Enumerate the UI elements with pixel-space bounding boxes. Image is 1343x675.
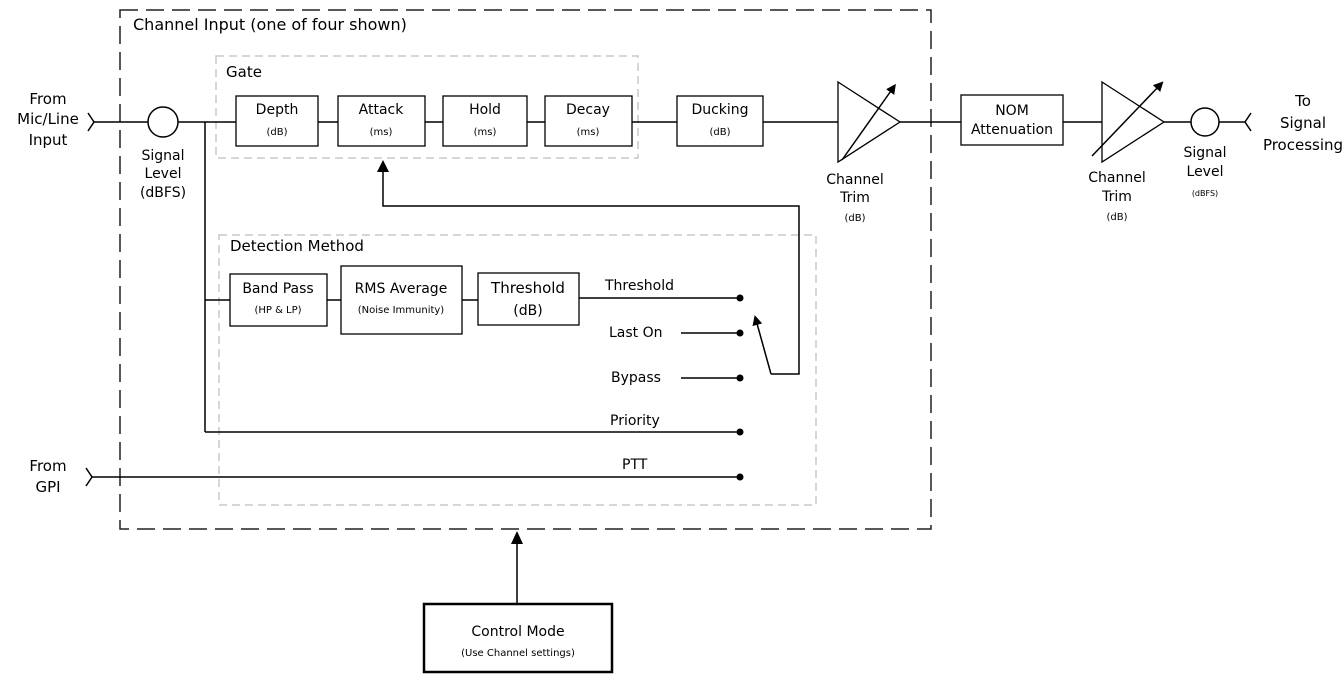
detection-method-group [218,234,817,506]
output-label-3: Processing [1263,136,1343,154]
threshold-block-unit: (dB) [513,303,542,319]
output-label-1: To [1294,92,1311,110]
signal-level-meter-out [1190,107,1220,137]
gate-block-depth: Depth (dB) [235,95,319,147]
gate-block-hold: Hold (ms) [442,95,528,147]
band-pass-unit: (HP & LP) [254,305,301,316]
feedback-arrowhead [377,160,389,172]
signal-level-meter-in [147,106,179,138]
nom-label-1: NOM [995,103,1029,119]
attack-unit: (ms) [370,127,393,138]
rms-average-label: RMS Average [355,281,448,297]
rms-average-unit: (Noise Immunity) [358,305,445,316]
signal-level-in-label-1: Signal [141,148,184,164]
detection-method-title: Detection Method [230,237,364,255]
channel-trim-amplifier-2 [1091,80,1166,164]
gate-title: Gate [226,63,262,81]
switch-input-last-on: Last On [609,325,663,341]
gpi-input-label-2: GPI [35,478,60,496]
gate-block-decay: Decay (ms) [544,95,633,147]
channel-trim-1-unit: (dB) [844,213,865,224]
switch-contact-bypass [736,374,744,382]
mic-line-input-connector [87,112,95,132]
signal-level-out-label-2: Level [1187,164,1224,180]
signal-level-out-label-1: Signal [1183,145,1226,161]
nom-label-2: Attenuation [971,122,1053,138]
switch-input-priority: Priority [610,413,660,429]
output-label-2: Signal [1280,114,1326,132]
decay-unit: (ms) [577,127,600,138]
threshold-block-label: Threshold [490,279,565,297]
decay-label: Decay [566,102,610,118]
mic-line-input-label-3: Input [29,131,68,149]
switch-input-bypass: Bypass [611,370,661,386]
channel-trim-1-label-2: Trim [839,190,870,206]
switch-contact-priority [736,428,744,436]
signal-level-in-label-2: Level [145,166,182,182]
control-mode-sub: (Use Channel settings) [461,648,575,659]
control-mode-label: Control Mode [471,624,564,640]
channel-trim-amplifier-1 [837,80,902,164]
switch-contact-ptt [736,473,744,481]
hold-label: Hold [469,102,501,118]
detection-block-rms-average: RMS Average (Noise Immunity) [340,265,463,335]
gpi-input-connector [85,467,93,487]
control-mode-arrowhead [511,531,523,544]
channel-trim-2-label-2: Trim [1101,189,1132,205]
hold-unit: (ms) [474,127,497,138]
detection-block-threshold: Threshold (dB) [477,272,580,326]
mic-line-input-label-2: Mic/Line [17,110,79,128]
control-mode-block: Control Mode (Use Channel settings) [422,602,614,674]
ducking-block: Ducking (dB) [676,95,764,147]
signal-level-out-unit: (dBFS) [1192,189,1218,198]
nom-attenuation-block: NOM Attenuation [960,94,1064,146]
switch-input-ptt: PTT [622,457,648,473]
ducking-unit: (dB) [709,127,730,138]
switch-input-threshold: Threshold [604,278,674,294]
detection-feedback-wire [382,170,800,375]
channel-input-title: Channel Input (one of four shown) [133,15,407,34]
switch-contact-threshold [736,294,744,302]
mic-line-input-label-1: From [29,90,66,108]
depth-label: Depth [256,102,299,118]
gate-group [215,55,639,159]
channel-trim-2-label-1: Channel [1088,170,1145,186]
band-pass-label: Band Pass [242,281,313,297]
depth-unit: (dB) [266,127,287,138]
attack-label: Attack [359,102,405,118]
signal-processing-output-connector [1244,112,1252,132]
selector-switch-arm [752,315,772,375]
channel-trim-2-unit: (dB) [1106,212,1127,223]
channel-trim-1-label-1: Channel [826,172,883,188]
gate-block-attack: Attack (ms) [337,95,426,147]
signal-level-in-unit: (dBFS) [140,185,186,201]
ducking-label: Ducking [691,102,748,118]
gpi-input-label-1: From [29,457,66,475]
switch-contact-last-on [736,329,744,337]
channel-input-boundary [119,9,932,530]
detection-block-band-pass: Band Pass (HP & LP) [229,273,328,327]
